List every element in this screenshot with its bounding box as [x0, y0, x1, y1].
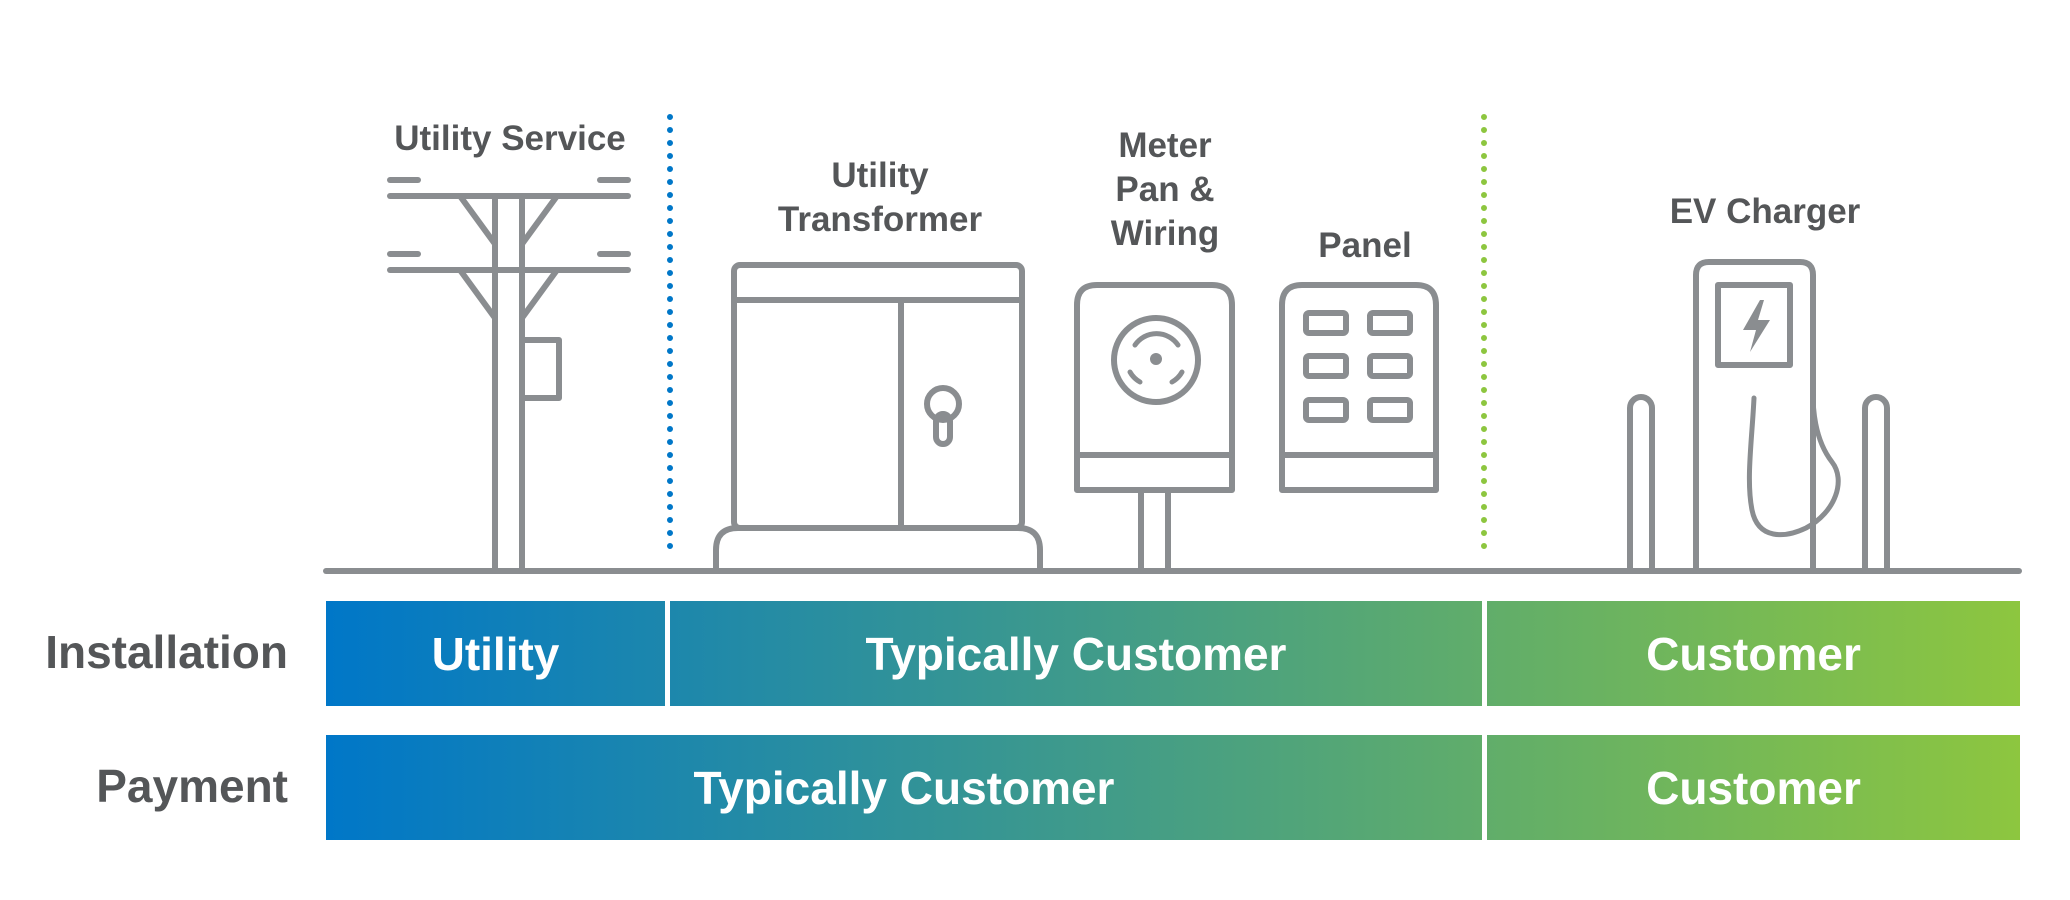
transformer-icon: [713, 262, 1043, 571]
payment-band: Typically Customer Customer: [326, 735, 2020, 840]
payment-row-label: Payment: [96, 760, 288, 812]
utility-service-label: Utility Service: [394, 119, 626, 158]
installation-separator: [1482, 601, 1487, 706]
ev-charger-label: EV Charger: [1669, 192, 1861, 231]
meter-label: Meter Pan & Wiring: [1110, 126, 1220, 253]
utility-transformer-label: Utility Transformer: [777, 156, 983, 239]
panel-icon: [1279, 282, 1439, 493]
installation-band: Utility Typically Customer Customer: [326, 601, 2020, 706]
installation-segment-typically-customer: Typically Customer: [865, 627, 1287, 680]
installation-row-label: Installation: [45, 626, 288, 678]
installation-separator: [665, 601, 670, 706]
panel-label: Panel: [1318, 226, 1412, 265]
meter-icon: [1074, 282, 1235, 574]
payment-separator: [1482, 735, 1487, 840]
installation-segment-utility: Utility: [431, 627, 560, 680]
utility-pole-icon: [387, 177, 631, 574]
installation-segment-customer: Customer: [1646, 627, 1861, 680]
payment-segment-typically-customer: Typically Customer: [693, 761, 1115, 814]
payment-segment-customer: Customer: [1646, 761, 1861, 814]
ev-charger-icon: [1627, 259, 1890, 574]
